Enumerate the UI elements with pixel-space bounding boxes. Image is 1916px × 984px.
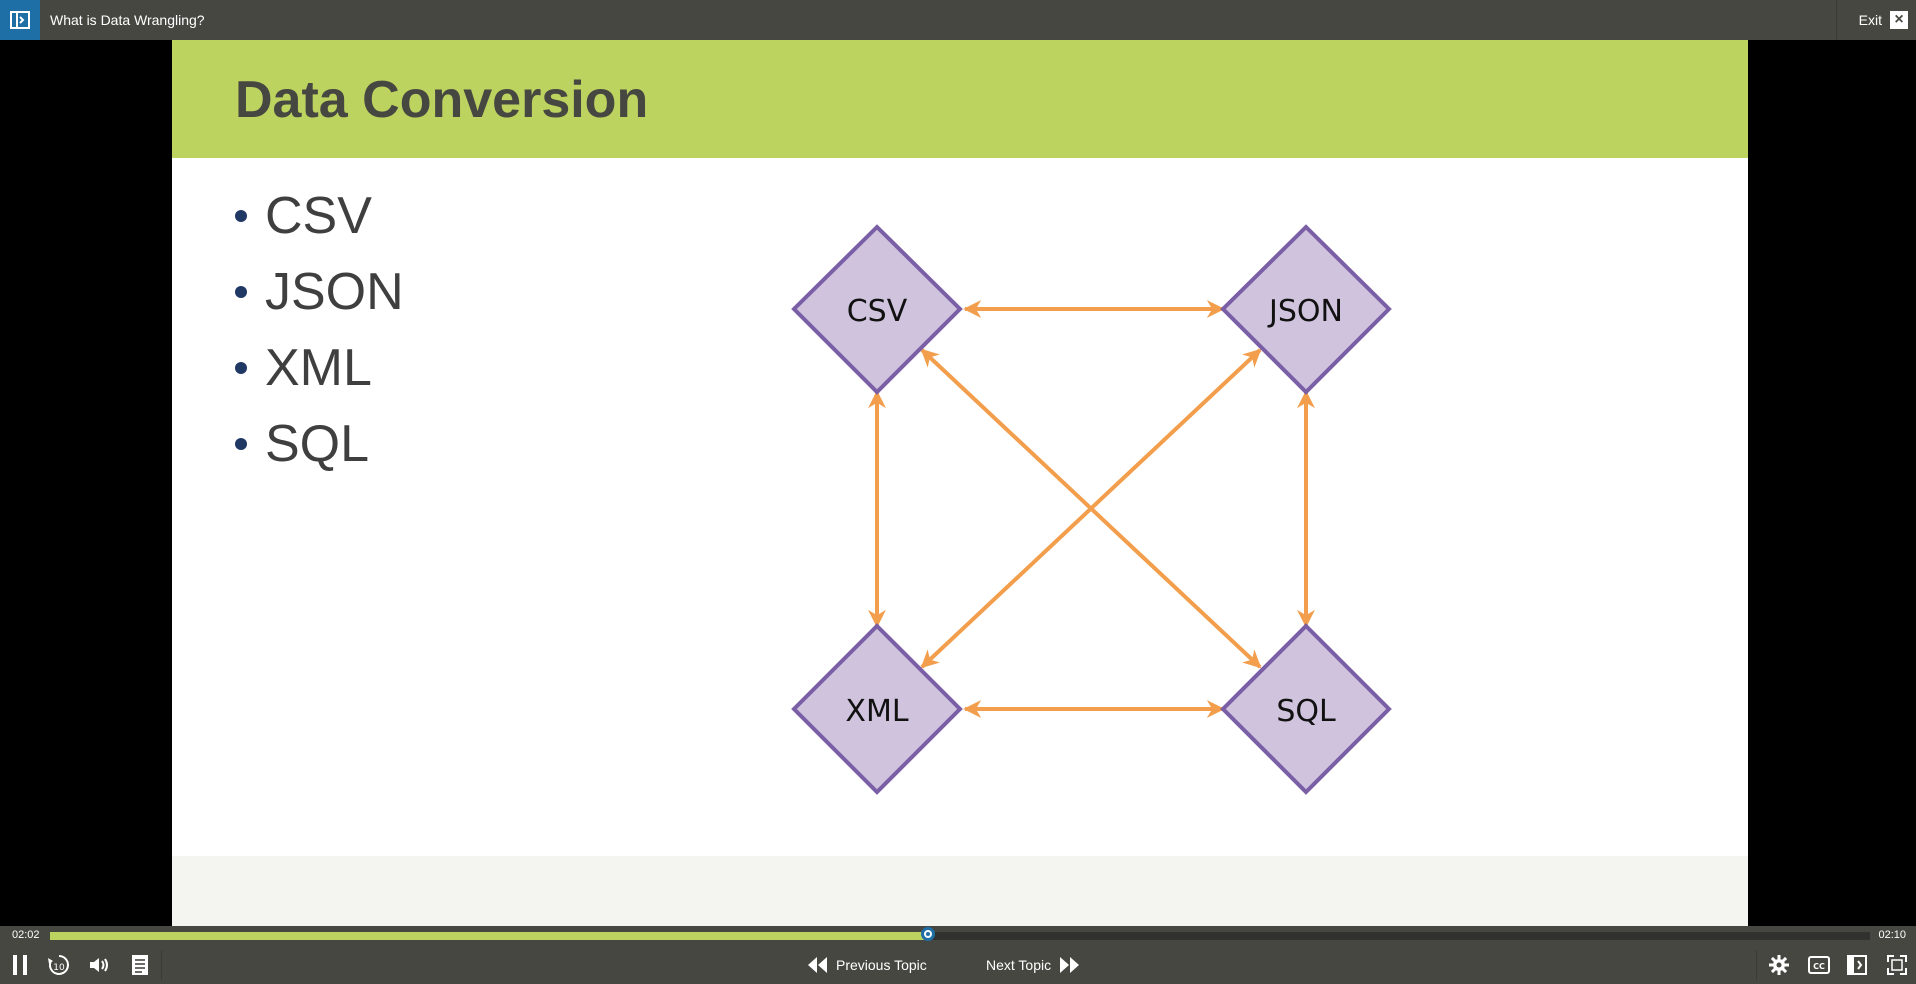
node-sql: SQL xyxy=(1220,623,1392,795)
slide: Data Conversion CSV JSON XML SQL CSV JSO… xyxy=(172,40,1748,926)
current-time: 02:02 xyxy=(12,929,40,941)
bullet-dot xyxy=(235,438,247,450)
bullet-dot xyxy=(235,286,247,298)
settings-button[interactable] xyxy=(1762,946,1796,984)
captions-icon: CC xyxy=(1808,956,1830,974)
bullet-dot xyxy=(235,362,247,374)
slide-title: Data Conversion xyxy=(235,71,649,129)
transcript-icon xyxy=(132,955,148,975)
svg-text:10: 10 xyxy=(53,963,65,973)
fullscreen-icon xyxy=(1887,955,1907,975)
exit-label: Exit xyxy=(1858,12,1882,28)
pause-button[interactable] xyxy=(2,946,38,984)
node-label: JSON xyxy=(1267,294,1343,329)
transcript-button[interactable] xyxy=(124,946,156,984)
player-controls: 10 Previous Topic Next Topic xyxy=(0,946,1916,984)
previous-topic-button[interactable]: Previous Topic xyxy=(806,946,946,984)
node-label: SQL xyxy=(1276,694,1336,729)
fullscreen-button[interactable] xyxy=(1880,946,1914,984)
sidebar-icon xyxy=(1847,955,1867,975)
bullet-list: CSV JSON XML SQL xyxy=(235,178,404,482)
seek-handle[interactable] xyxy=(920,927,935,941)
bullet-item: CSV xyxy=(235,178,404,254)
top-bar: What is Data Wrangling? Exit × xyxy=(0,0,1916,40)
bullet-item: XML xyxy=(235,330,404,406)
total-time: 02:10 xyxy=(1878,929,1906,941)
slide-footer xyxy=(172,856,1748,926)
node-label: XML xyxy=(845,694,908,729)
seek-track[interactable] xyxy=(50,927,1870,941)
svg-text:CC: CC xyxy=(1813,962,1825,971)
volume-button[interactable] xyxy=(82,946,116,984)
bullet-text: SQL xyxy=(265,415,370,473)
settings-icon xyxy=(1769,955,1789,975)
pause-icon xyxy=(13,955,27,975)
seek-fill xyxy=(50,932,928,940)
separator xyxy=(1756,950,1757,980)
progress-bar: 02:02 02:10 xyxy=(0,926,1916,946)
fast-forward-icon xyxy=(1060,957,1080,973)
node-json: JSON xyxy=(1220,224,1392,395)
sidebar-toggle-button[interactable] xyxy=(0,0,40,40)
bullet-item: JSON xyxy=(235,254,404,330)
lesson-title: What is Data Wrangling? xyxy=(50,12,205,28)
bullet-item: SQL xyxy=(235,406,404,482)
conversion-diagram: CSV JSON XML SQL xyxy=(791,224,1392,795)
rewind-10-button[interactable]: 10 xyxy=(42,946,76,984)
bullet-text: JSON xyxy=(265,263,404,321)
bullet-text: CSV xyxy=(265,187,372,245)
close-icon: × xyxy=(1890,11,1908,29)
sidebar-button[interactable] xyxy=(1840,946,1874,984)
bullet-text: XML xyxy=(265,339,372,397)
arrow-json-xml xyxy=(920,348,1262,669)
node-label: CSV xyxy=(847,294,908,329)
captions-button[interactable]: CC xyxy=(1802,946,1836,984)
node-csv: CSV xyxy=(791,224,963,395)
bullet-dot xyxy=(235,210,247,222)
next-topic-button[interactable]: Next Topic xyxy=(986,946,1116,984)
volume-icon xyxy=(90,958,108,972)
previous-topic-label: Previous Topic xyxy=(836,957,927,973)
rewind-icon xyxy=(808,957,827,973)
node-xml: XML xyxy=(791,623,963,795)
slide-header: Data Conversion xyxy=(172,40,1748,158)
sidebar-toggle-icon xyxy=(10,11,30,29)
exit-button[interactable]: Exit × xyxy=(1836,0,1916,40)
next-topic-label: Next Topic xyxy=(986,957,1052,973)
separator xyxy=(161,950,162,980)
rewind-10-icon: 10 xyxy=(48,955,69,975)
